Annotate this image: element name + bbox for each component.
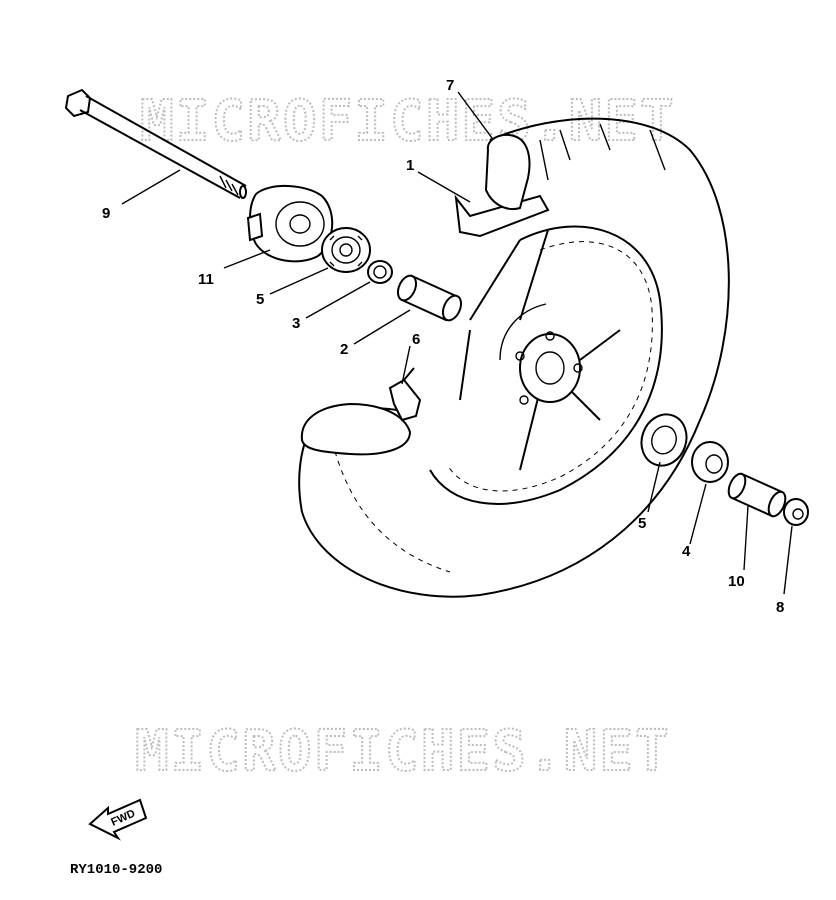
callout-2: 2	[340, 341, 348, 358]
reference-code: RY1010-9200	[70, 862, 163, 878]
wheel-rim-part[interactable]	[298, 117, 730, 598]
spacer-part[interactable]	[394, 273, 464, 323]
valve-part[interactable]	[388, 367, 422, 422]
leader-lines	[121, 91, 793, 595]
watermark-top: MICROFICHES.NET	[140, 89, 676, 154]
callout-7: 7	[446, 77, 454, 94]
callout-1: 1	[406, 157, 414, 174]
fwd-arrow-icon: FWD	[88, 798, 148, 841]
callout-9: 9	[102, 205, 110, 222]
callout-4: 4	[682, 543, 691, 560]
callout-3: 3	[292, 315, 300, 332]
bearing-right-part[interactable]	[634, 408, 693, 472]
callout-5-left: 5	[256, 291, 264, 308]
seal-part[interactable]	[367, 260, 393, 284]
gear-unit-part[interactable]	[246, 184, 334, 263]
spacer-right-part[interactable]	[725, 471, 788, 518]
callout-5-right: 5	[638, 515, 646, 532]
axle-part[interactable]	[64, 88, 247, 199]
callout-8: 8	[776, 599, 784, 616]
nut-part[interactable]	[783, 498, 809, 526]
collar-part[interactable]	[691, 441, 729, 483]
bearing-left-part[interactable]	[321, 227, 371, 273]
callout-10: 10	[728, 573, 745, 590]
callout-6: 6	[412, 331, 420, 348]
callout-11: 11	[198, 271, 214, 288]
watermark-bottom: MICROFICHES.NET	[135, 719, 671, 784]
